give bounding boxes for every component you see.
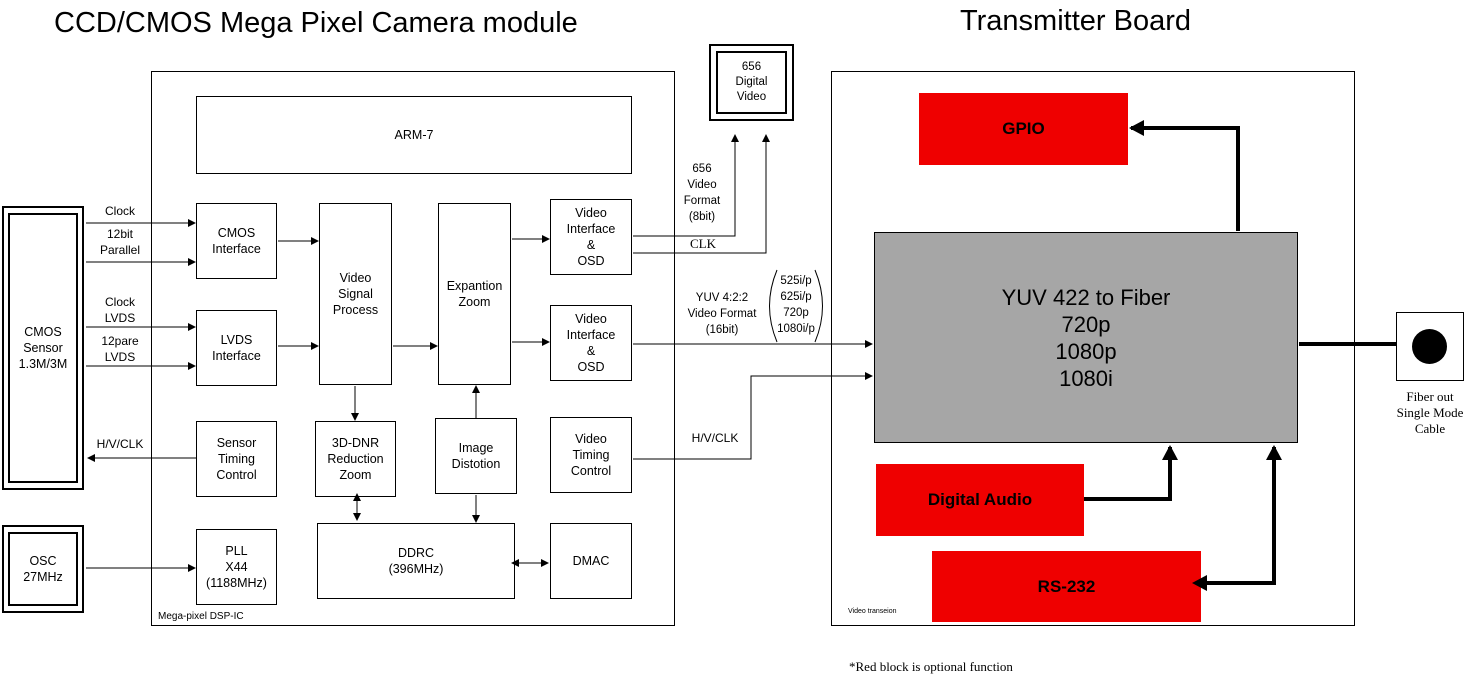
hv-clk-right-label: H/V/CLK bbox=[691, 431, 739, 445]
arm7-block: ARM-7 bbox=[196, 96, 632, 174]
lvds-interface-block: LVDS Interface bbox=[196, 310, 277, 386]
resolutions-label: 525i/p 625i/p 720p 1080i/p bbox=[777, 275, 815, 335]
image-distortion-block: Image Distotion bbox=[435, 418, 517, 494]
expantion-zoom-block: Expantion Zoom bbox=[438, 203, 511, 385]
hv-clk-left-label: H/V/CLK bbox=[96, 437, 144, 451]
transmitter-panel bbox=[831, 71, 1355, 626]
digital-video-block: 656 Digital Video bbox=[716, 51, 787, 114]
sensor-timing-control-block: Sensor Timing Control bbox=[196, 421, 277, 497]
dsp-ic-panel-label: Mega-pixel DSP-IC bbox=[158, 611, 244, 622]
parallel-label: 12bit Parallel bbox=[99, 227, 141, 257]
dsp-ic-panel bbox=[151, 71, 675, 626]
video-signal-process-block: Video Signal Process bbox=[319, 203, 392, 385]
gpio-block: GPIO bbox=[919, 93, 1128, 165]
rs232-block: RS-232 bbox=[932, 551, 1201, 622]
fiber-out-label: Fiber out Single Mode Cable bbox=[1396, 389, 1464, 436]
video-timing-control-block: Video Timing Control bbox=[550, 417, 632, 493]
cmos-interface-block: CMOS Interface bbox=[196, 203, 277, 279]
transmitter-panel-label: Video transeion bbox=[848, 608, 897, 615]
yuv-format-label: YUV 4:2:2 Video Format (16bit) bbox=[687, 292, 757, 336]
clock-label: Clock bbox=[104, 204, 135, 218]
digital-audio-block: Digital Audio bbox=[876, 464, 1084, 536]
dnr-block: 3D-DNR Reduction Zoom bbox=[315, 421, 396, 497]
dmac-block: DMAC bbox=[550, 523, 632, 599]
yuv-to-fiber-block: YUV 422 to Fiber 720p 1080p 1080i bbox=[874, 232, 1298, 443]
clk-label: CLK bbox=[690, 236, 716, 251]
fiber-port-icon bbox=[1412, 329, 1447, 364]
video-656-format-label: 656 Video Format (8bit) bbox=[683, 163, 721, 223]
pll-block: PLL X44 (1188MHz) bbox=[196, 529, 277, 605]
cmos-sensor-block: CMOS Sensor 1.3M/3M bbox=[8, 213, 78, 483]
video-interface-osd-mid-block: Video Interface & OSD bbox=[550, 305, 632, 381]
camera-module-title: CCD/CMOS Mega Pixel Camera module bbox=[54, 7, 578, 39]
ddrc-block: DDRC (396MHz) bbox=[317, 523, 515, 599]
osc-block: OSC 27MHz bbox=[8, 532, 78, 606]
clock-lvds-label: Clock LVDS bbox=[104, 295, 136, 325]
pare-lvds-label: 12pare LVDS bbox=[101, 334, 139, 364]
footnote: *Red block is optional function bbox=[849, 659, 1013, 674]
transmitter-board-title: Transmitter Board bbox=[960, 5, 1191, 37]
video-interface-osd-top-block: Video Interface & OSD bbox=[550, 199, 632, 275]
